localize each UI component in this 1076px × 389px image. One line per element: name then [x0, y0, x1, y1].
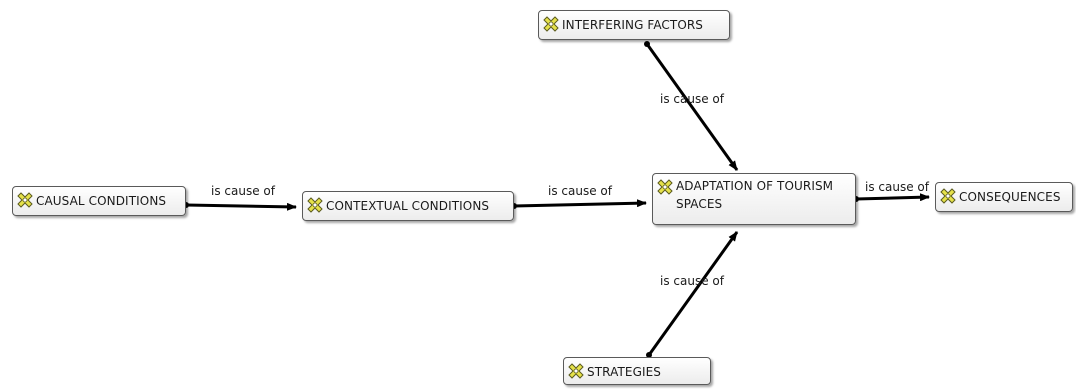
- node-label: CAUSAL CONDITIONS: [36, 194, 167, 208]
- node-contextual-conditions[interactable]: CONTEXTUAL CONDITIONS: [302, 191, 514, 221]
- code-icon: [568, 363, 584, 379]
- code-icon: [307, 197, 323, 213]
- edge-interfering-to-adaptation[interactable]: [644, 41, 739, 171]
- node-causal-conditions[interactable]: CAUSAL CONDITIONS: [12, 186, 186, 216]
- edge-label-strategies-adaptation: is cause of: [660, 274, 724, 288]
- node-label: CONSEQUENCES: [959, 190, 1061, 204]
- node-interfering-factors[interactable]: INTERFERING FACTORS: [538, 10, 730, 40]
- edge-label-interfering-adaptation: is cause of: [660, 92, 724, 106]
- node-label: STRATEGIES: [587, 365, 662, 379]
- edge-label-contextual-adaptation: is cause of: [548, 184, 612, 198]
- node-consequences[interactable]: CONSEQUENCES: [935, 182, 1073, 212]
- edge-adaptation-to-consequences[interactable]: [853, 193, 930, 202]
- edge-strategies-to-adaptation[interactable]: [646, 231, 739, 358]
- node-label: CONTEXTUAL CONDITIONS: [326, 199, 490, 213]
- node-label: INTERFERING FACTORS: [562, 18, 704, 32]
- code-icon: [17, 192, 33, 208]
- edge-causal-to-contextual[interactable]: [183, 202, 297, 211]
- node-label: ADAPTATION OF TOURISM SPACES: [676, 179, 834, 211]
- code-icon: [940, 188, 956, 204]
- edge-label-causal-contextual: is cause of: [211, 184, 275, 198]
- edge-contextual-to-adaptation[interactable]: [511, 199, 647, 209]
- code-icon: [657, 179, 673, 195]
- node-adaptation-of-tourism-spaces[interactable]: ADAPTATION OF TOURISM SPACES: [652, 173, 856, 225]
- code-icon: [543, 16, 559, 32]
- node-strategies[interactable]: STRATEGIES: [563, 357, 711, 385]
- edge-label-adaptation-consequences: is cause of: [865, 180, 929, 194]
